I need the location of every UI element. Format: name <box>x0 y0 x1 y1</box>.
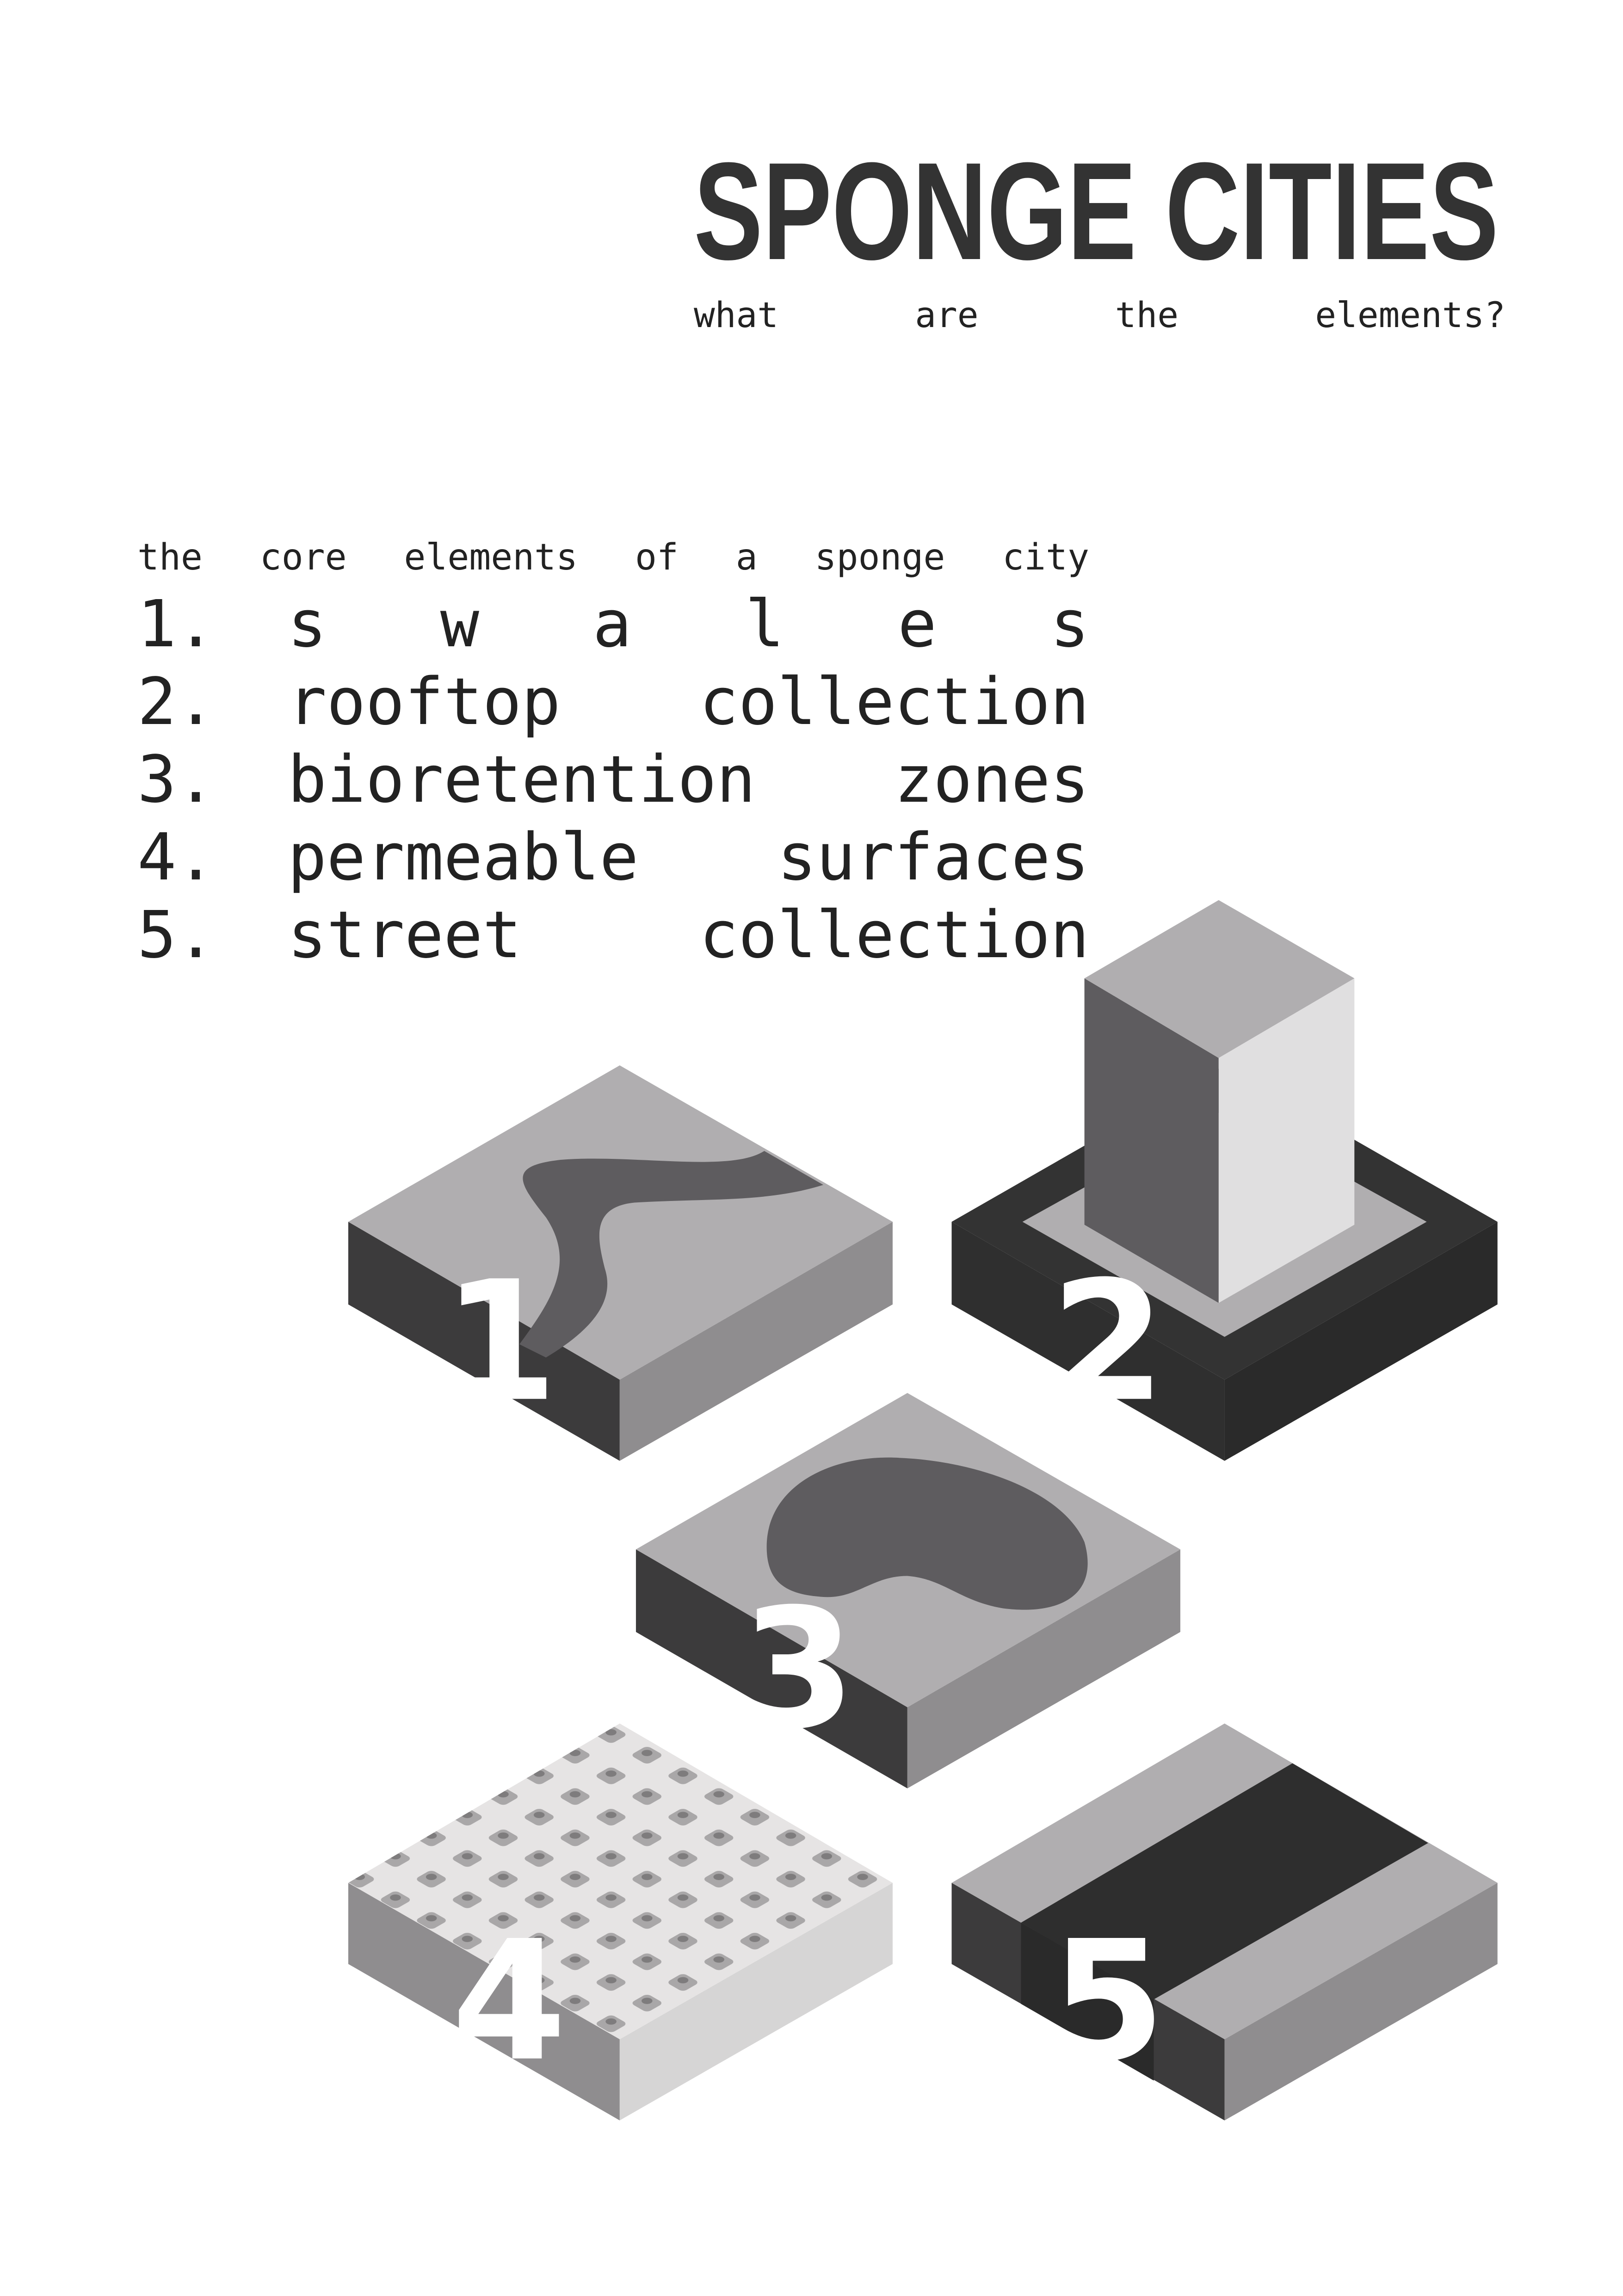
tile-label-4: 4 <box>451 1905 567 2098</box>
list-item-permeable-surfaces: 4. permeable surfaces <box>137 819 1089 897</box>
tile-rooftop <box>951 900 1498 1461</box>
heading-word: sponge <box>815 537 945 578</box>
item-word: a <box>592 587 632 662</box>
heading-word: a <box>735 537 758 578</box>
item-word: zones <box>894 742 1089 817</box>
list-item-rooftop-collection: 2. rooftop collection <box>137 663 1089 741</box>
item-word: s <box>288 587 327 662</box>
tile-permeable <box>348 1723 893 2121</box>
tile-label-1: 1 <box>443 1246 558 1438</box>
item-word: bioretention <box>288 742 756 817</box>
item-word: l <box>745 587 784 662</box>
heading-word: of <box>635 537 679 578</box>
item-word: s <box>1050 587 1089 662</box>
heading-word: elements <box>404 537 578 578</box>
heading-word: core <box>259 537 347 578</box>
item-text: street collection <box>288 897 1089 974</box>
item-word: e <box>897 587 937 662</box>
tile-swales <box>348 1065 893 1461</box>
tile-label-3: 3 <box>741 1573 856 1766</box>
item-text: bioretention zones <box>288 741 1089 819</box>
heading-word: city <box>1002 537 1089 578</box>
swale-channel <box>519 1151 824 1358</box>
bioretention-pond <box>766 1457 1088 1610</box>
poster-subtitle: what are the elements? <box>694 294 1506 335</box>
tile-street <box>951 1723 1498 2121</box>
poster-title: SPONGE CITIES <box>694 133 1499 289</box>
item-number: 4. <box>137 820 216 895</box>
subtitle-word: are <box>915 294 979 335</box>
list-item-bioretention-zones: 3. bioretention zones <box>137 741 1089 819</box>
item-word: collection <box>699 897 1089 973</box>
item-word: permeable <box>288 820 639 895</box>
poster-title-wrapper: SPONGE CITIES <box>694 133 1499 289</box>
list-item-street-collection: 5. street collection <box>137 897 1089 974</box>
item-word: collection <box>699 664 1089 740</box>
subtitle-word: elements? <box>1315 294 1506 335</box>
tile-bioretention <box>636 1392 1180 1789</box>
heading-word: the <box>137 537 203 578</box>
tile-label-2: 2 <box>1050 1246 1166 1438</box>
list-heading: the core elements of a sponge city <box>137 537 1089 578</box>
subtitle-word: the <box>1115 294 1179 335</box>
item-word: rooftop <box>288 664 561 740</box>
item-number: 1. <box>137 587 216 662</box>
item-number: 3. <box>137 742 216 817</box>
item-word: street <box>288 897 522 973</box>
item-word: surfaces <box>777 820 1089 895</box>
item-text: permeable surfaces <box>288 819 1089 897</box>
item-number: 2. <box>137 664 216 740</box>
tile-label-5: 5 <box>1050 1905 1166 2098</box>
item-word: w <box>440 587 480 662</box>
item-text: s w a l e s <box>288 586 1089 663</box>
list-item-swales: 1. s w a l e s <box>137 586 1089 663</box>
subtitle-word: what <box>694 294 779 335</box>
elements-list: 1. s w a l e s 2. rooftop collection 3. … <box>137 586 1089 974</box>
item-text: rooftop collection <box>288 663 1089 741</box>
item-number: 5. <box>137 897 216 973</box>
